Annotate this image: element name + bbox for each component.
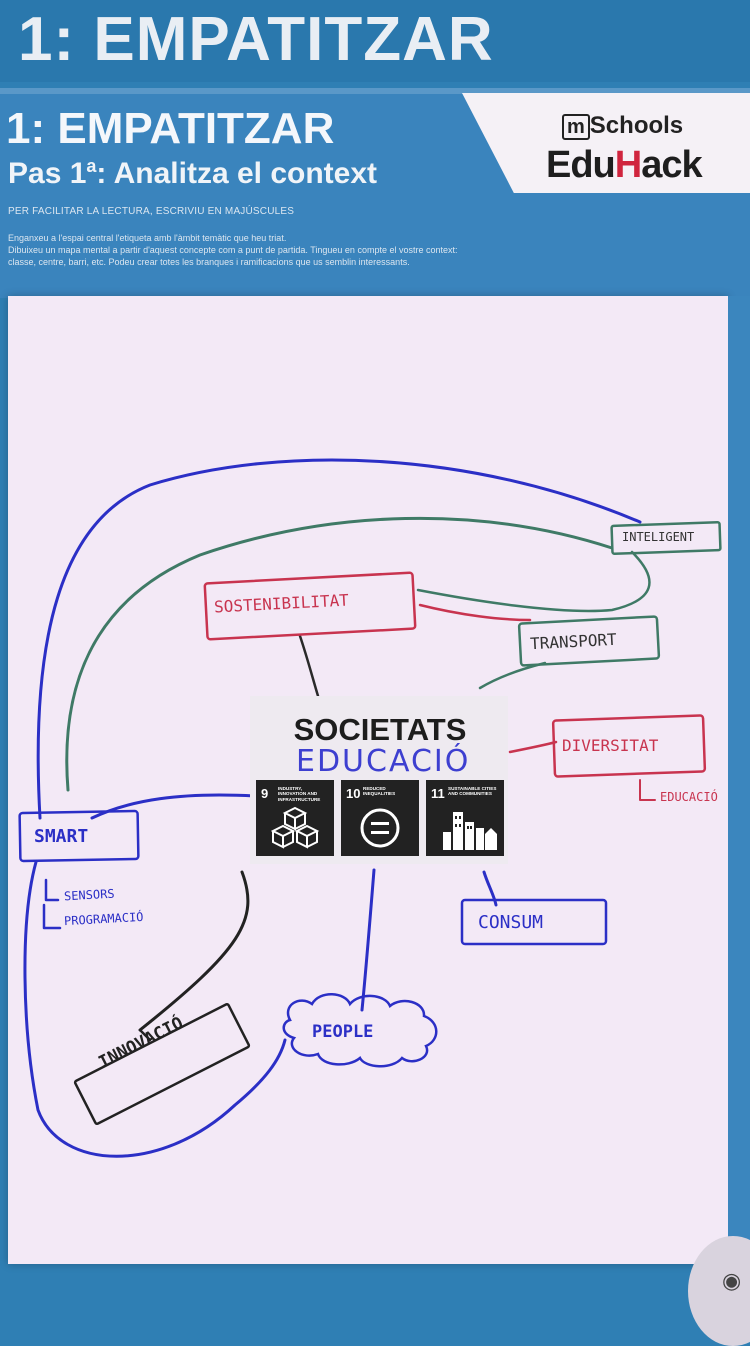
top-header-strip <box>0 0 750 82</box>
logo-ack: ack <box>641 144 702 186</box>
equality-icon <box>360 808 400 848</box>
sdg-caption: Sustainable cities and communities <box>448 786 497 797</box>
sdg-number: 11 <box>431 786 445 801</box>
node-educacio-branch: EDUCACIÓ <box>660 790 718 804</box>
sdg-tile-10: 10 Reduced inequalities <box>341 780 419 856</box>
top-title: 1: EMPATITZAR <box>18 5 494 74</box>
logo-panel <box>462 93 750 193</box>
camera-icon[interactable]: ◉ <box>722 1268 742 1293</box>
sdg-tile-11: 11 Sustainable cities and communities <box>426 780 504 856</box>
logo-eduhack: EduHack <box>546 144 703 187</box>
city-buildings-icon <box>443 812 497 850</box>
step-sup: a <box>86 156 97 176</box>
instruction-line: Enganxeu a l'espai central l'etiqueta am… <box>8 233 287 243</box>
sheet-edge <box>728 296 750 1256</box>
infrastructure-cubes-icon <box>271 806 319 849</box>
logo-m-box: m <box>562 114 590 140</box>
sdg-number: 10 <box>346 786 361 801</box>
node-consum: CONSUM <box>478 912 544 933</box>
banner-edge <box>0 88 750 94</box>
caps-note: PER FACILITAR LA LECTURA, ESCRIVIU EN MA… <box>8 206 295 217</box>
instruction-line: classe, centre, barri, etc. Podeu crear … <box>8 257 410 267</box>
step-rest: : Analitza el context <box>96 157 378 190</box>
sdg-number: 9 <box>261 786 269 801</box>
node-sensors: SENSORS <box>63 886 115 904</box>
logo-edu: Edu <box>546 144 616 186</box>
center-title: SOCIETATS <box>293 712 467 747</box>
instructions: Enganxeu a l'espai central l'etiqueta am… <box>8 232 668 268</box>
node-intelligent: INTELIGENT <box>622 530 695 544</box>
instruction-line: Dibuixeu un mapa mental a partir d'aques… <box>8 245 458 255</box>
logo-h: H <box>614 144 642 186</box>
sdg-caption: Reduced inequalities <box>363 786 396 797</box>
center-subtitle: EDUCACIÓ <box>296 744 471 779</box>
node-smart: SMART <box>34 826 89 847</box>
node-people: PEOPLE <box>312 1022 374 1042</box>
step-label: Pas 1 <box>8 157 87 190</box>
poster-step: Pas 1a: Analitza el context <box>8 156 377 191</box>
poster-title: 1: EMPATITZAR <box>6 104 335 153</box>
sdg-tile-9: 9 Industry, innovation and infrastructur… <box>256 780 334 856</box>
logo-schools: Schools <box>589 112 684 139</box>
node-diversitat: DIVERSITAT <box>562 736 659 755</box>
sdg-caption: Industry, innovation and infrastructure <box>278 786 321 802</box>
